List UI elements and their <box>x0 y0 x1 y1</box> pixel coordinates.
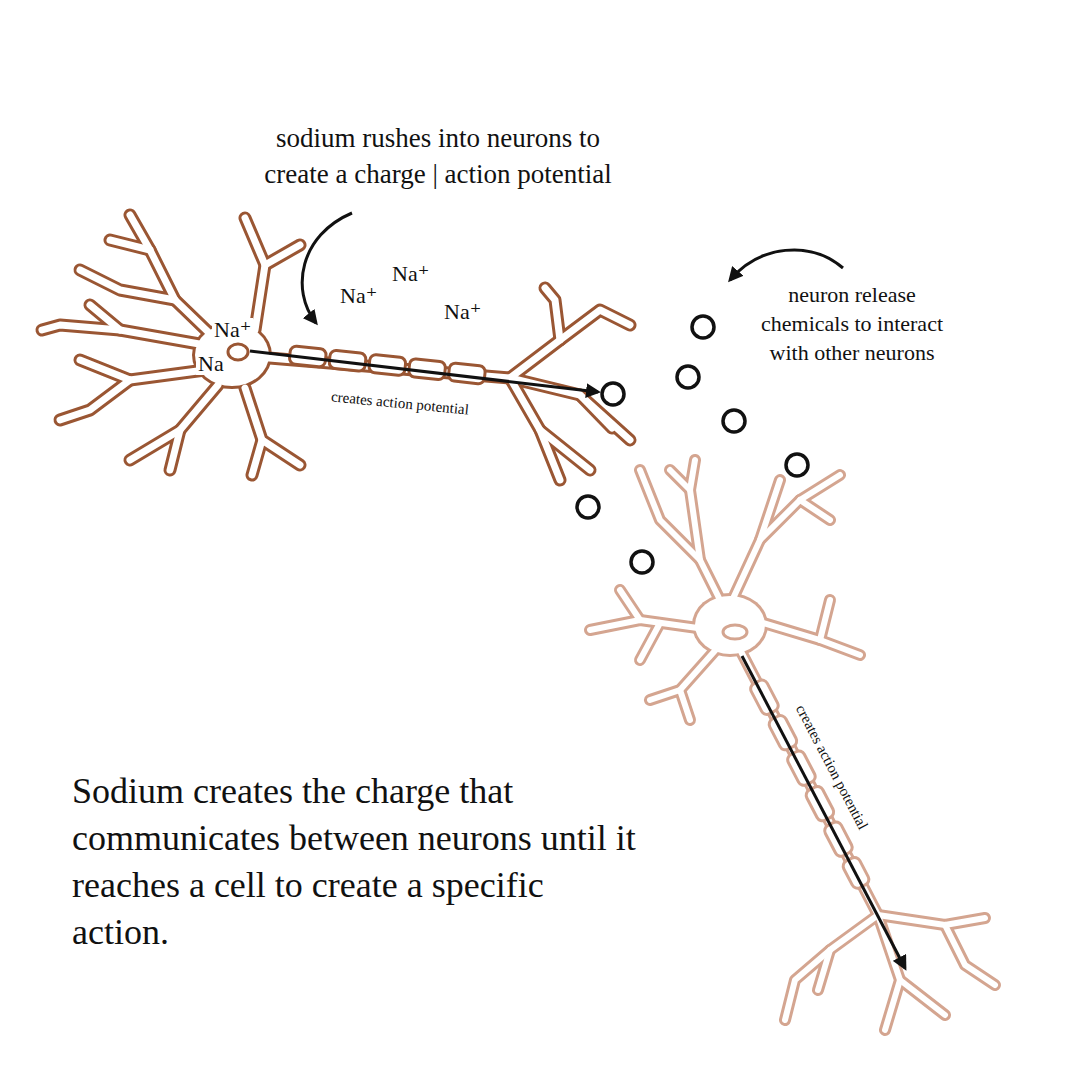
neuron-fill <box>590 460 995 1030</box>
ion-label: Na⁺ <box>338 284 379 307</box>
ion-label: Na⁺ <box>442 300 483 323</box>
nucleus <box>228 344 248 360</box>
sending-neuron <box>42 215 630 480</box>
neuron-fill <box>42 215 630 480</box>
ion-label: Na⁺ <box>212 318 253 341</box>
signal-arrow <box>742 656 905 968</box>
axon-label: creates action potential <box>290 383 511 422</box>
caption-text: Sodium creates the charge that communica… <box>72 768 642 956</box>
ion-label: Na <box>196 352 226 375</box>
callout-text: sodium rushes into neurons to create a c… <box>198 120 678 192</box>
soma-outline <box>692 593 768 657</box>
receiving-neuron <box>590 460 995 1030</box>
soma-fill <box>695 596 765 654</box>
callout-arrow <box>730 250 843 280</box>
neuron-outline <box>590 460 995 1030</box>
nucleus <box>723 625 747 639</box>
callout-text: neuron release chemicals to interact wit… <box>752 280 952 367</box>
neuron-outline <box>42 215 630 480</box>
ion-label: Na⁺ <box>390 262 431 285</box>
signal-arrow <box>250 351 598 392</box>
myelin-sheath <box>289 346 486 385</box>
